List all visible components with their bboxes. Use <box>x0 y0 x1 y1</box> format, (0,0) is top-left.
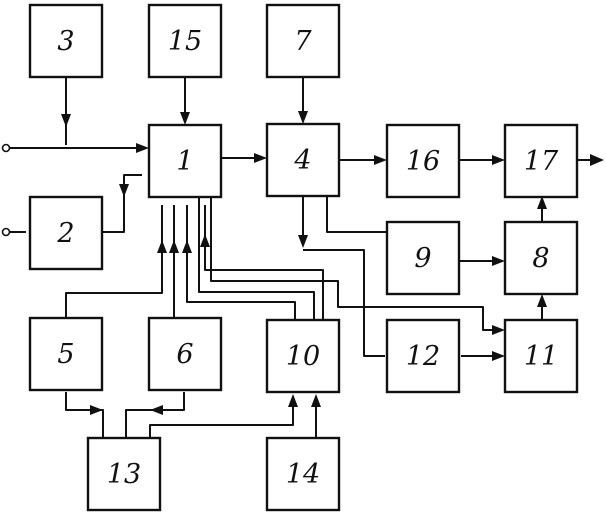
block-label: 15 <box>168 26 202 57</box>
block-12: 12 <box>385 318 461 394</box>
arrowhead <box>169 240 179 253</box>
block-15: 15 <box>147 3 223 79</box>
wire-13-to-10 <box>149 400 294 438</box>
arrowhead <box>182 240 192 253</box>
wire-4-bus-to-12 <box>303 249 385 357</box>
block-label: 5 <box>57 339 74 370</box>
block-7: 7 <box>265 3 341 79</box>
block-label: 8 <box>532 243 549 274</box>
arrowhead <box>157 240 167 253</box>
block-9: 9 <box>385 220 461 296</box>
arrowhead <box>90 405 103 415</box>
arrowhead <box>61 114 71 127</box>
block-label: 16 <box>406 146 440 177</box>
block-1: 1 <box>147 123 223 199</box>
block-10: 10 <box>265 318 341 394</box>
block-label: 11 <box>524 341 558 372</box>
wire-1-to-10-a <box>198 197 315 320</box>
block-4: 4 <box>265 122 341 198</box>
wire-2-to-1 <box>102 174 142 233</box>
block-label: 1 <box>176 146 193 177</box>
arrowhead <box>537 294 547 307</box>
input-terminal-a <box>1 143 11 153</box>
block-2: 2 <box>28 195 104 271</box>
arrowhead <box>492 256 505 266</box>
arrowhead <box>136 143 149 153</box>
block-6: 6 <box>147 316 223 392</box>
block-16: 16 <box>385 123 461 199</box>
block-11: 11 <box>503 318 579 394</box>
block-label: 4 <box>293 145 311 176</box>
block-label: 12 <box>406 341 440 372</box>
arrowhead <box>492 155 505 165</box>
arrowhead <box>119 184 129 197</box>
block-label: 7 <box>294 26 312 57</box>
block-14: 14 <box>265 436 341 512</box>
block-5: 5 <box>28 316 104 392</box>
block-17: 17 <box>503 123 579 199</box>
block-label: 9 <box>414 243 431 274</box>
arrowhead <box>374 155 387 165</box>
block-label: 13 <box>107 459 141 490</box>
arrowhead <box>590 154 604 166</box>
arrowhead <box>288 394 298 407</box>
block-8: 8 <box>503 220 579 296</box>
arrowhead <box>298 235 308 248</box>
block-13: 13 <box>86 436 162 512</box>
wire-5-to-13 <box>65 392 104 438</box>
block-label: 3 <box>57 26 74 57</box>
arrowhead <box>492 325 505 335</box>
wire-6-to-13 <box>125 392 185 438</box>
block-3: 3 <box>28 3 104 79</box>
arrowhead <box>298 111 308 124</box>
wire-4-to-9 <box>326 196 387 233</box>
wire-1-to-11 <box>210 197 500 331</box>
wire-10-to-1 <box>186 205 296 320</box>
arrowhead <box>150 405 163 415</box>
block-label: 14 <box>286 459 320 490</box>
block-label: 6 <box>176 339 193 370</box>
arrowhead <box>537 196 547 209</box>
arrowheads <box>61 111 604 415</box>
arrowhead <box>200 234 210 247</box>
arrowhead <box>180 112 190 125</box>
block-label: 17 <box>524 146 559 177</box>
arrowhead <box>254 153 267 163</box>
block-label: 10 <box>286 341 320 372</box>
arrowhead <box>492 351 505 361</box>
block-label: 2 <box>56 218 74 249</box>
input-terminal-b <box>1 227 11 237</box>
arrowhead <box>311 394 321 407</box>
